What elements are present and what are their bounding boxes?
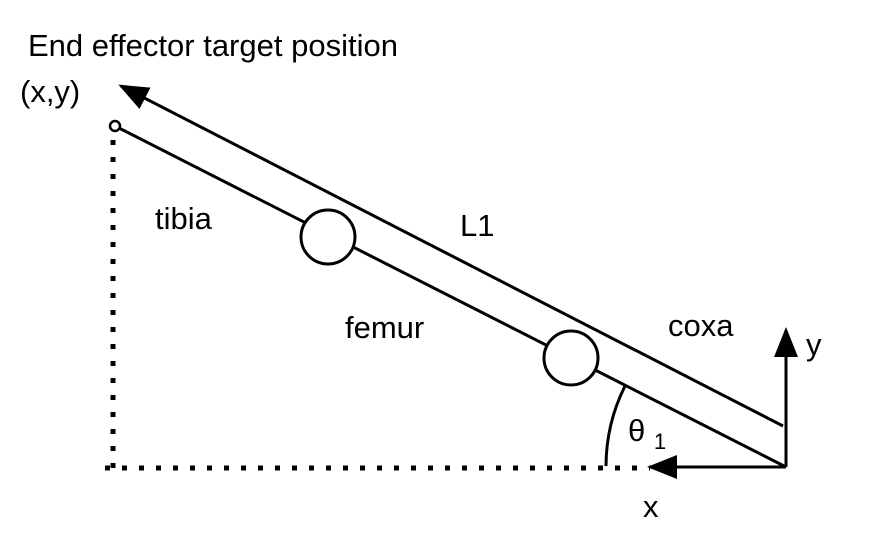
length-label: L1 (460, 208, 494, 243)
length-l1-arrow (118, 84, 784, 428)
target-coordinates-label: (x,y) (20, 74, 80, 109)
tibia-label: tibia (155, 201, 213, 236)
femur-coxa-joint (542, 329, 600, 387)
theta-subscript: 1 (654, 429, 666, 454)
leg-line (116, 125, 787, 469)
title-label: End effector target position (28, 28, 398, 63)
angle-arc (604, 385, 627, 467)
x-axis-label: x (643, 489, 659, 524)
end-effector-point (108, 119, 122, 133)
theta-symbol: θ (628, 413, 645, 448)
tibia-femur-joint (299, 208, 357, 266)
y-axis-label: y (806, 327, 822, 362)
femur-label: femur (345, 310, 424, 345)
theta-label: θ 1 (628, 413, 666, 454)
coxa-label: coxa (668, 308, 734, 343)
